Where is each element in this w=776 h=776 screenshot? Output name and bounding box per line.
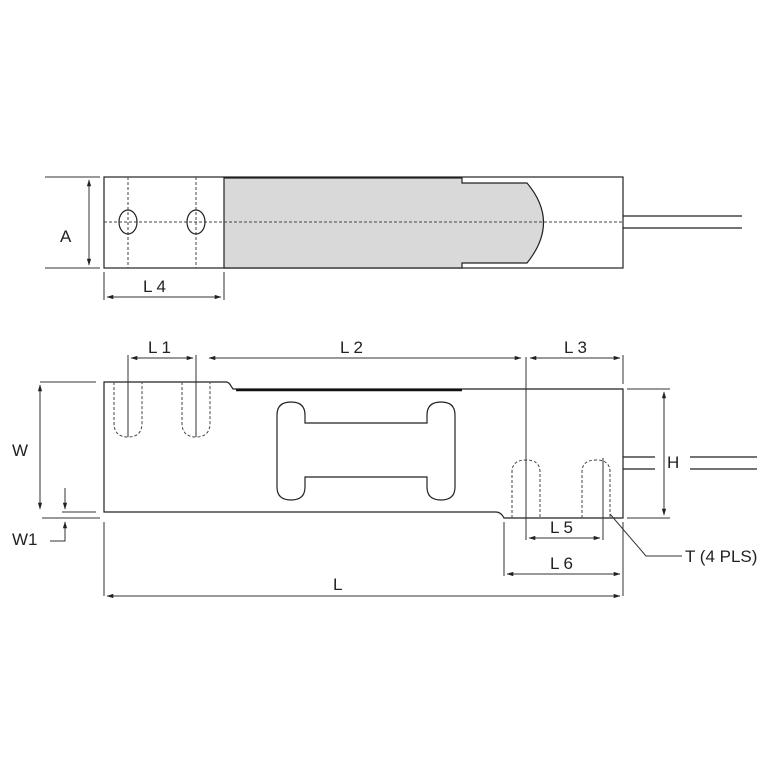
- label-w1: W1: [12, 530, 38, 549]
- dimension-w1-arrow: [50, 521, 68, 542]
- threaded-hole: [581, 459, 611, 518]
- label-l5: L 5: [550, 518, 573, 537]
- label-l: L: [333, 575, 342, 594]
- threaded-hole: [181, 382, 211, 438]
- thread-leader: [609, 513, 682, 557]
- shaded-cover: [223, 177, 545, 269]
- mounting-hole: [186, 209, 206, 235]
- label-l3: L 3: [564, 338, 587, 357]
- label-w: W: [12, 441, 28, 460]
- label-l1: L 1: [148, 338, 171, 357]
- dogbone-cutout: [276, 401, 456, 501]
- side-view: L 1 L 2 L 3 W W1 H L 5 L 6 L T (4 PLS): [12, 338, 757, 599]
- side-body: [103, 381, 624, 519]
- label-a: A: [60, 227, 72, 246]
- label-l2: L 2: [340, 338, 363, 357]
- threaded-hole: [113, 382, 143, 438]
- label-h: H: [667, 453, 679, 472]
- label-thread: T (4 PLS): [685, 547, 757, 566]
- top-view: A L 4: [45, 176, 742, 300]
- label-l4: L 4: [143, 277, 166, 296]
- label-l6: L 6: [550, 554, 573, 573]
- mounting-hole: [118, 209, 138, 235]
